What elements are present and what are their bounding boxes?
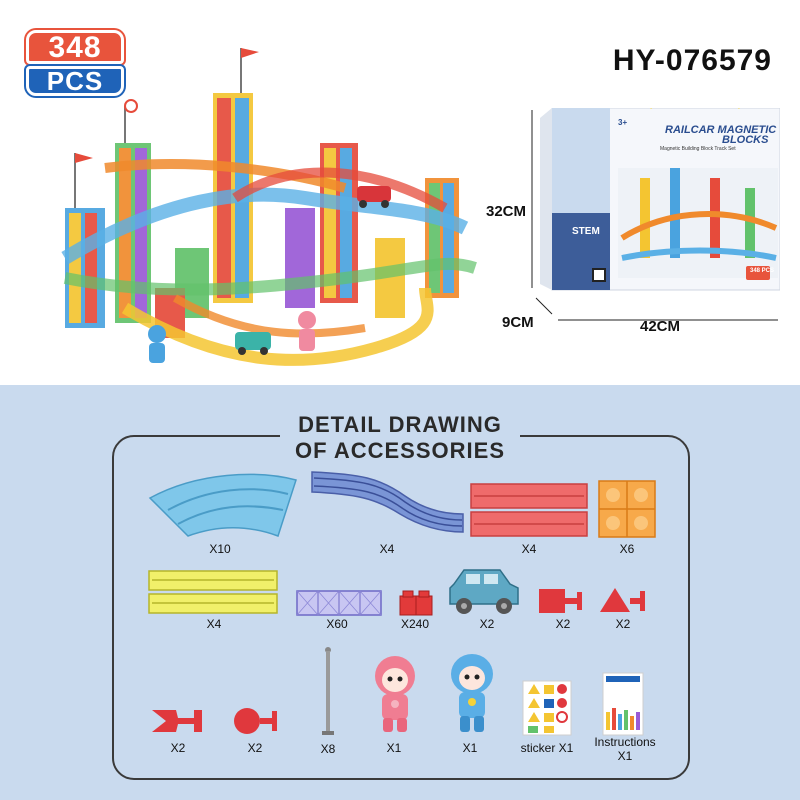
- curved-track-qty: X10: [209, 542, 231, 556]
- building-block-qty: X240: [400, 617, 430, 631]
- connector-plate-icon: [296, 590, 382, 616]
- piece-count: 348: [26, 30, 124, 64]
- package-age: 3+: [618, 118, 628, 127]
- sticker-qty: sticker X1: [520, 741, 574, 755]
- slope-track-icon: [311, 471, 464, 533]
- round-sign-icon: [234, 708, 277, 734]
- instructions-qty: Instructions X1: [590, 735, 660, 763]
- red-straight-track-icon: [470, 483, 588, 537]
- sign-pole-icon: [322, 647, 334, 735]
- dimension-lines: [531, 110, 778, 321]
- accessories-title-line1: DETAIL DRAWING: [298, 412, 502, 437]
- piece-count-badge: 348 PCS: [26, 30, 124, 96]
- car-qty: X2: [479, 617, 495, 631]
- package-title-line2: BLOCKS: [722, 134, 769, 146]
- triangle-sign-qty: X2: [615, 617, 631, 631]
- slope-track-qty: X4: [379, 542, 395, 556]
- orange-base-plate-qty: X6: [619, 542, 635, 556]
- package-subtitle: Magnetic Building Block Track Set: [660, 146, 736, 152]
- package-stem-label: STEM: [572, 226, 600, 237]
- instructions-label: Instructions: [594, 735, 656, 749]
- assembled-set-illustration: [61, 48, 477, 366]
- square-sign-icon: [539, 589, 582, 613]
- instructions-booklet-icon: [602, 672, 644, 736]
- width-dimension: 42CM: [640, 318, 681, 335]
- car-icon: [449, 569, 519, 614]
- red-straight-track-qty: X4: [521, 542, 537, 556]
- blue-figure-icon: [451, 654, 493, 732]
- depth-dimension: 9CM: [502, 314, 534, 331]
- pink-figure-icon: [375, 656, 415, 732]
- connector-plate-qty: X60: [326, 617, 348, 631]
- clip-part-icon: [152, 710, 202, 732]
- building-block-icon: [399, 590, 433, 616]
- sign-pole-qty: X8: [320, 742, 336, 756]
- model-number: HY-076579: [612, 44, 772, 77]
- square-sign-qty: X2: [555, 617, 571, 631]
- height-dimension: 32CM: [486, 203, 527, 220]
- yellow-straight-track-qty: X4: [206, 617, 222, 631]
- package-title-line1: RAILCAR MAGNETIC: [665, 124, 777, 136]
- blue-figure-qty: X1: [462, 741, 478, 755]
- clip-part-qty: X2: [170, 741, 186, 755]
- accessories-title-line2: OF ACCESSORIES: [295, 438, 505, 463]
- orange-base-plate-icon: [598, 480, 656, 538]
- package-pcs-badge: 348 PCS: [750, 268, 775, 274]
- round-sign-qty: X2: [247, 741, 263, 755]
- yellow-straight-track-icon: [148, 570, 278, 614]
- triangle-sign-icon: [600, 588, 645, 612]
- package-box: [540, 108, 780, 291]
- instructions-count: X1: [617, 749, 633, 763]
- accessories-title: DETAIL DRAWING OF ACCESSORIES: [280, 412, 520, 464]
- sticker-sheet-icon: [522, 680, 572, 736]
- curved-track-icon: [148, 473, 297, 537]
- piece-unit: PCS: [26, 66, 124, 96]
- pink-figure-qty: X1: [386, 741, 402, 755]
